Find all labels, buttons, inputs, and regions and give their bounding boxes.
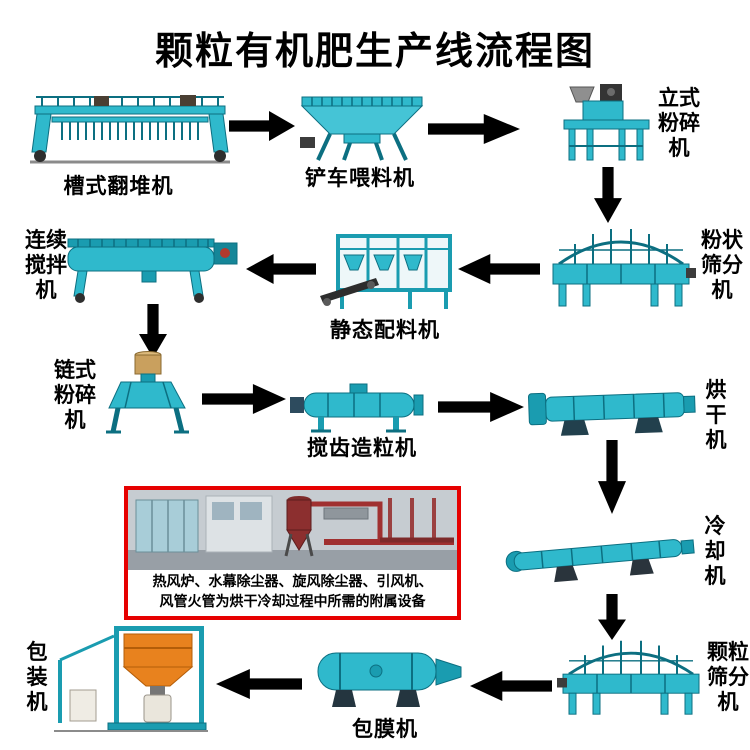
machine-packing-machine	[52, 624, 210, 734]
granule-screener-illustration	[557, 640, 700, 715]
trough-turner-illustration	[30, 95, 230, 164]
flow-arrow-left-3	[470, 671, 552, 701]
chain-crusher-illustration	[106, 351, 189, 434]
machine-coating-machine	[308, 646, 465, 712]
machine-dryer	[526, 382, 698, 438]
powder-screener-illustration	[552, 229, 696, 307]
label-chain-crusher: 链式粉碎机	[54, 358, 96, 433]
machine-powder-screener	[545, 224, 697, 310]
flow-arrow-right-2	[428, 114, 520, 144]
flow-arrow-left-1	[458, 254, 540, 284]
flow-arrow-right-4	[438, 392, 524, 422]
paddle-granulator-illustration	[290, 383, 424, 433]
label-static-batcher: 静态配料机	[330, 318, 440, 342]
flow-arrow-left-4	[216, 669, 302, 699]
label-trough-turner: 槽式翻堆机	[63, 174, 174, 198]
flow-arrow-right-1	[229, 111, 295, 141]
inset-caption-line1: 热风炉、水幕除尘器、旋风除尘器、引风机、	[152, 574, 433, 590]
coating-machine-illustration	[317, 652, 462, 707]
inset-caption-line2: 风管火管为烘干冷却过程中所需的附属设备	[159, 593, 426, 610]
machine-paddle-granulator	[288, 382, 435, 434]
auxiliary-equipment-inset: 热风炉、水幕除尘器、旋风除尘器、引风机、 风管火管为烘干冷却过程中所需的附属设备	[124, 486, 461, 621]
machine-vertical-crusher	[558, 82, 655, 164]
label-powder-screener: 粉状筛分机	[701, 228, 743, 303]
machine-granule-screener	[555, 636, 707, 718]
flow-arrow-down-4	[598, 594, 626, 640]
machine-continuous-mixer	[62, 224, 240, 304]
flow-arrow-down-3	[598, 440, 626, 514]
label-cooler: 冷却机	[704, 514, 726, 589]
label-granule-screener: 颗粒筛分机	[707, 640, 749, 715]
machine-static-batcher	[318, 232, 455, 314]
packing-machine-illustration	[54, 626, 208, 732]
flow-arrow-down-2	[139, 304, 167, 358]
dryer-illustration	[527, 392, 696, 436]
machine-loader-feeder	[298, 94, 426, 164]
machine-chain-crusher	[103, 350, 200, 436]
label-coating-machine: 包膜机	[352, 717, 418, 741]
cooler-illustration	[505, 539, 695, 583]
continuous-mixer-illustration	[67, 238, 238, 303]
label-loader-feeder: 铲车喂料机	[305, 166, 415, 190]
label-continuous-mixer: 连续搅拌机	[25, 228, 67, 303]
static-batcher-illustration	[320, 234, 452, 309]
machine-trough-turner	[30, 90, 230, 168]
label-packing-machine: 包装机	[26, 640, 48, 715]
label-paddle-granulator: 搅齿造粒机	[307, 436, 417, 460]
auxiliary-equipment-photo	[128, 490, 457, 570]
label-dryer: 烘干机	[705, 378, 727, 453]
flow-arrow-right-3	[202, 384, 286, 414]
flow-arrow-down-1	[594, 167, 622, 223]
loader-feeder-illustration	[300, 96, 424, 161]
flow-arrow-left-2	[246, 254, 316, 284]
page-title: 颗粒有机肥生产线流程图	[154, 29, 595, 73]
machine-cooler	[502, 510, 700, 592]
label-vertical-crusher: 立式粉碎机	[658, 86, 700, 161]
vertical-crusher-illustration	[563, 84, 650, 161]
